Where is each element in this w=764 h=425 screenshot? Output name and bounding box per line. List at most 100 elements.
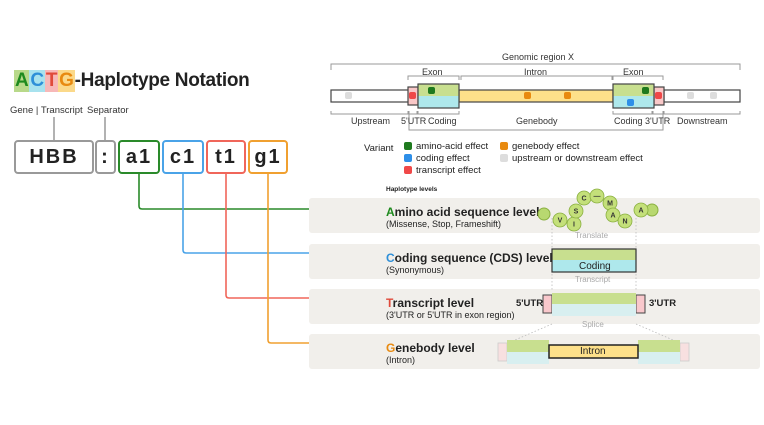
gene-box: HBB [14,140,94,174]
exon1-bracket [407,75,460,80]
connector-a [138,174,309,210]
amino-acid-bead [633,202,649,218]
amino-acid-letter: V [558,218,563,225]
genebody-utr3 [679,342,690,362]
legend-title: Variant [364,143,394,154]
variant-downstream-1 [687,92,694,99]
token-box-t: t1 [206,140,246,174]
genebody-exon1-top [507,340,549,352]
exon2-label: Exon [623,67,644,77]
title-letter-t: T [44,70,59,92]
token-box-a: a1 [118,140,160,174]
downstream-label: Downstream [677,116,728,126]
legend-amino-acid: amino-acid effect [404,141,488,152]
cds-coding-bottom [552,260,636,272]
amino-acid-letter: N [622,219,627,226]
legend-dot-icon [500,142,508,151]
utr3-label: 3'UTR [645,116,671,126]
legend-dot-icon [404,154,412,163]
amino-acid-bead [537,207,551,221]
token-box-c: c1 [162,140,204,174]
amino-acid-letter: C [581,196,586,203]
amino-acid-letter: — [594,194,601,201]
amino-acid-bead [605,207,621,223]
connector-g [267,174,309,344]
genomic-region-bracket [330,63,741,70]
legend-up-downstream: upstream or downstream effect [500,153,643,164]
amino-acid-bead [589,188,605,204]
genomic-region-title: Genomic region X [502,52,575,62]
upstream-bracket [330,111,409,115]
utr3-illustration-label: 3'UTR [649,298,677,309]
amino-acid-letter: S [574,209,579,216]
title-letter-g: G [58,70,75,92]
exon2-bracket [612,75,664,80]
title-letter-a: A [14,70,30,92]
genebody-intron-bar [548,344,639,359]
utr5-illustration-label: 5'UTR [516,298,544,309]
genebody-bracket [408,114,664,131]
variant-amino-acid-2 [642,87,649,94]
translate-label: Translate [575,231,609,240]
level-coding-sub: (Synonymous) [386,265,445,275]
variant-coding [627,99,634,106]
genebody-exon2-top [638,340,680,352]
variant-genebody-2 [564,92,571,99]
legend-dot-icon [404,142,412,151]
downstream-bracket [663,111,741,115]
level-amino-acid-sub: (Missense, Stop, Frameshift) [386,219,502,229]
variant-amino-acid-1 [428,87,435,94]
transcript-label: Transcript [575,275,611,284]
amino-acid-bead [568,203,584,219]
genebody-exon2-bottom [638,352,680,364]
exon1-label: Exon [422,67,443,77]
amino-acid-letter: A [638,208,643,215]
amino-acid-letter: A [610,213,615,220]
utr5-label: 5'UTR [401,116,427,126]
genebody-label: Genebody [516,116,558,126]
panel-amino-acid [309,198,760,233]
amino-acid-letter: I [573,222,575,229]
amino-acid-bead [617,213,633,229]
level-transcript-title: Transcript level [386,296,475,310]
legend-transcript: transcript effect [404,165,481,176]
panel-coding [309,244,760,279]
level-transcript-sub: (3'UTR or 5'UTR in exon region) [386,310,515,320]
title-rest: -Haplotype Notation [74,70,250,91]
variant-genebody-1 [524,92,531,99]
upstream-label: Upstream [351,116,391,126]
gene-transcript-label: Gene | Transcript [10,105,83,116]
cds-coding-top [552,249,636,260]
genebody-utr5 [497,342,508,362]
connector-c [182,174,309,254]
level-amino-acid-title: Amino acid sequence level [386,205,540,219]
transcript-utr5-box [542,294,553,314]
coding1-label: Coding [428,116,457,126]
intron-label: Intron [524,67,548,77]
transcript-utr3-box [635,294,646,314]
connector-t [225,174,309,299]
transcript-coding-bottom [552,304,636,316]
legend-dot-icon [404,166,412,175]
coding2-label: Coding [614,116,643,126]
variant-upstream [345,92,352,99]
exon1-coding-bottom [418,96,459,108]
variant-downstream-2 [710,92,717,99]
intron-illustration-label: Intron [580,346,606,357]
genebody-exon1-bottom [507,352,549,364]
token-box-g: g1 [248,140,288,174]
level-coding-title: Coding sequence (CDS) level [386,251,553,265]
splice-label: Splice [582,320,604,329]
variant-utr3 [655,92,662,99]
variant-utr5 [409,92,416,99]
legend-genebody: genebody effect [500,141,579,152]
exon1-coding-top [418,84,459,96]
separator-label: Separator [87,105,129,116]
separator-box: : [95,140,116,174]
amino-acid-bead [552,212,568,228]
